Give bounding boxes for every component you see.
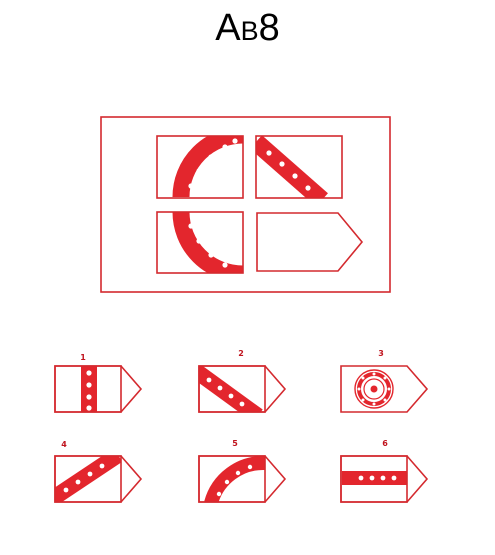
title-letter-a: A <box>215 7 241 49</box>
puzzle-title: AB8 <box>0 6 495 53</box>
option-number-5: 5 <box>232 439 238 448</box>
option-number-6: 6 <box>382 439 388 448</box>
option-4[interactable]: 4 <box>52 440 143 503</box>
option-1[interactable]: 1 <box>54 353 143 413</box>
tile-missing[interactable] <box>256 212 364 272</box>
option-number-2: 2 <box>238 349 244 358</box>
title-letter-b: B <box>240 16 259 46</box>
option-number-1: 1 <box>80 353 86 362</box>
option-2[interactable]: 2 <box>196 349 287 416</box>
title-number: 8 <box>258 7 280 49</box>
puzzle-frame <box>100 116 391 293</box>
option-3[interactable]: 3 <box>340 349 429 413</box>
option-number-3: 3 <box>378 349 384 358</box>
option-6[interactable]: 6 <box>340 439 429 503</box>
tile-top-left <box>156 135 244 199</box>
option-5[interactable]: 5 <box>198 439 287 503</box>
option-number-4: 4 <box>61 440 67 449</box>
tile-top-right <box>255 135 343 199</box>
tile-bottom-left <box>156 211 244 274</box>
